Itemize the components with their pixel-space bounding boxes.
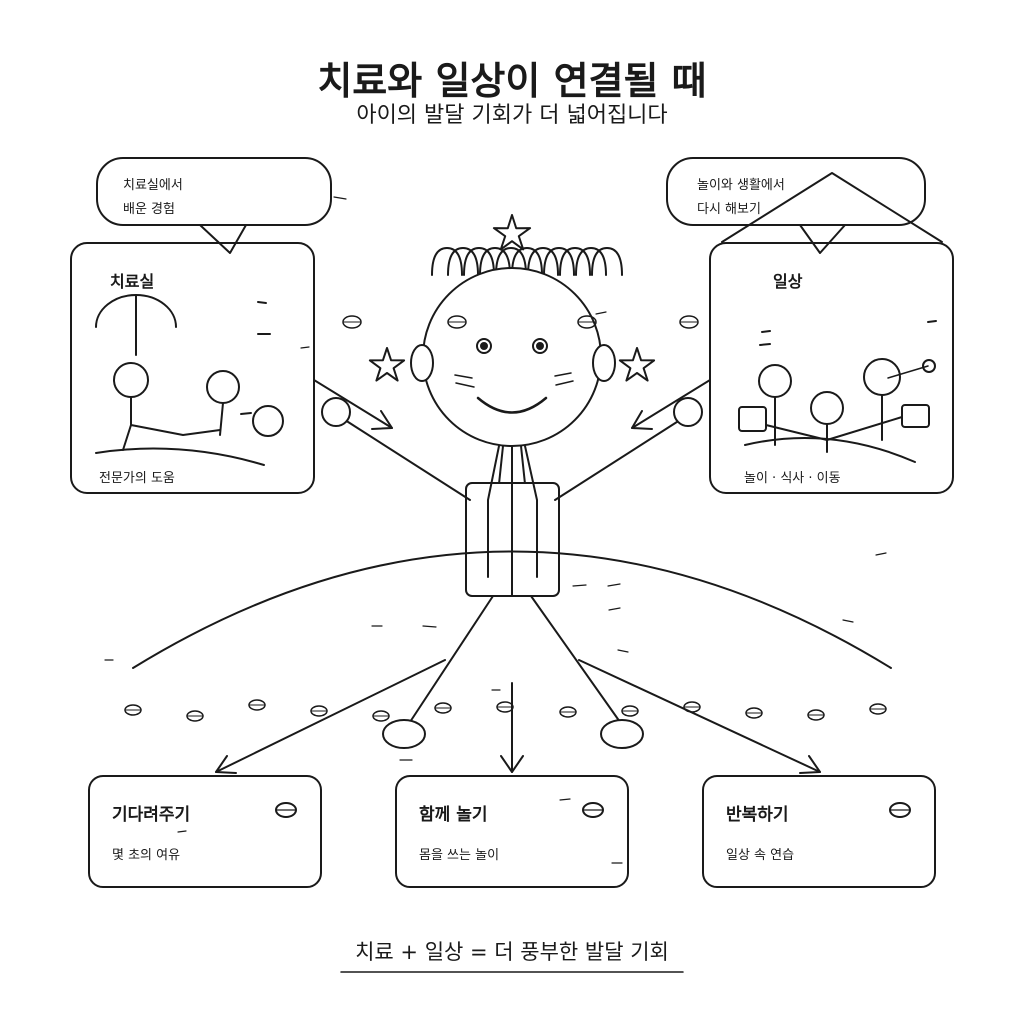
therapy-room-panel	[70, 242, 315, 494]
right-ear	[592, 344, 616, 382]
right-bubble-line1: 놀이와 생활에서	[697, 178, 785, 193]
card-play-together	[395, 775, 629, 888]
person-head	[863, 358, 901, 396]
daily-life-title: 일상	[773, 272, 803, 291]
card-play-desc: 몸을 쓰는 놀이	[419, 848, 500, 863]
pebble-icon	[889, 802, 911, 818]
box-icon	[901, 404, 930, 428]
left-bubble-text: 치료실에서 배운 경험	[123, 174, 183, 222]
footer-summary: 치료 + 일상 = 더 풍부한 발달 기회	[355, 940, 669, 964]
right-bubble-text: 놀이와 생활에서 다시 해보기	[697, 174, 785, 222]
star-icon	[368, 347, 406, 382]
person-head	[758, 364, 792, 398]
right-leg	[530, 595, 621, 723]
right-speech-bubble	[666, 157, 943, 254]
star-icon	[492, 214, 532, 251]
panel-arrows	[313, 379, 711, 430]
daily-life-caption: 놀이 · 식사 · 이동	[744, 471, 841, 486]
card-wait-title: 기다려주기	[112, 805, 191, 825]
roof-triangle	[721, 172, 943, 243]
texture-dashes	[104, 196, 887, 864]
card-wait-desc: 몇 초의 여유	[112, 848, 181, 863]
curly-hair	[431, 247, 623, 276]
left-ear	[410, 344, 434, 382]
pebble-icon	[582, 802, 604, 818]
left-speech-bubble	[96, 157, 332, 254]
therapy-room-caption: 전문가의 도움	[99, 471, 175, 486]
right-foot	[600, 719, 644, 749]
right-arm	[554, 419, 681, 501]
left-arm	[344, 419, 471, 501]
child-head	[206, 370, 240, 404]
arrow-from-therapy	[313, 379, 393, 429]
left-eye	[476, 338, 492, 354]
face-head	[422, 267, 602, 447]
therapy-room-title: 치료실	[110, 272, 155, 291]
left-bubble-line1: 치료실에서	[123, 178, 183, 193]
page-subtitle: 아이의 발달 기회가 더 넓어집니다	[356, 103, 668, 128]
right-hand	[673, 397, 703, 427]
card-repeat-title: 반복하기	[726, 805, 789, 825]
card-repeat	[702, 775, 936, 888]
card-play-title: 함께 놀기	[419, 805, 488, 825]
child-figure	[321, 247, 703, 749]
right-bubble-line2: 다시 해보기	[697, 202, 761, 217]
page-title: 치료와 일상이 연결될 때	[317, 59, 707, 103]
box-icon	[738, 406, 767, 432]
smile	[476, 396, 548, 414]
left-bubble-line2: 배운 경험	[123, 202, 175, 217]
child-head	[810, 391, 844, 425]
ground-arc	[132, 550, 892, 669]
daily-life-panel	[709, 242, 954, 494]
ball-icon	[922, 359, 936, 373]
left-leg	[409, 595, 494, 723]
star-icon	[618, 347, 656, 382]
card-arrows	[215, 659, 821, 774]
left-foot	[382, 719, 426, 749]
arrow-from-daily-life	[631, 379, 711, 429]
left-hand	[321, 397, 351, 427]
star-icons	[368, 214, 656, 382]
pebble-icon	[275, 802, 297, 818]
right-eye	[532, 338, 548, 354]
therapist-head	[113, 362, 149, 398]
card-repeat-desc: 일상 속 연습	[726, 848, 795, 863]
card-wait	[88, 775, 322, 888]
ball-icon	[252, 405, 284, 437]
